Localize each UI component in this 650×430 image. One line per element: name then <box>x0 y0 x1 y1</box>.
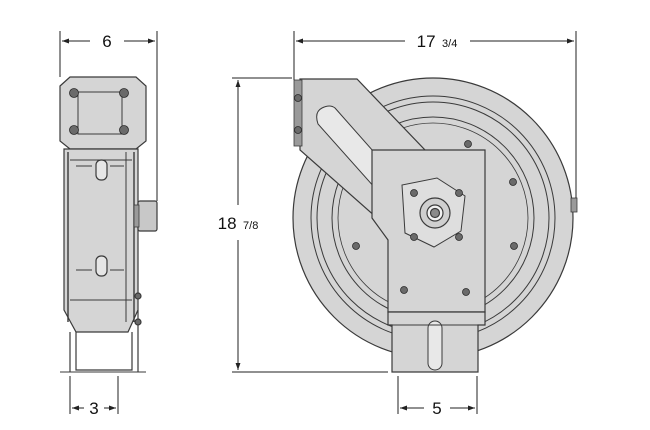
dim-overall-height-fraction: 7/8 <box>243 220 258 232</box>
guide-mount-plate <box>293 79 303 147</box>
side-lower-slot <box>95 255 108 277</box>
side-head-bolts <box>69 88 129 135</box>
dim-overall-width-fraction: 3/4 <box>442 38 457 50</box>
guide-arm-bolts <box>294 94 302 134</box>
dim-overall-height-whole: 18 <box>218 214 237 233</box>
side-body <box>63 148 139 333</box>
side-base-bracket <box>75 332 133 371</box>
drum-side-bracket <box>570 197 578 213</box>
dimension-lines <box>59 31 577 414</box>
dim-overall-width-whole: 17 <box>417 32 436 51</box>
side-upper-slot <box>95 159 108 181</box>
dim-overall-width: 17 3/4 <box>417 32 458 51</box>
front-view <box>292 77 578 373</box>
side-hub <box>137 200 158 232</box>
side-view <box>59 76 158 373</box>
front-base-slot <box>427 320 443 371</box>
center-plate-bolts <box>352 140 518 296</box>
dim-overall-height: 18 7/8 <box>218 214 259 233</box>
side-mounting-head <box>59 76 147 150</box>
dim-front-base-width: 5 <box>432 399 441 418</box>
dim-side-width: 6 <box>102 32 111 51</box>
dim-side-base-width: 3 <box>89 399 98 418</box>
